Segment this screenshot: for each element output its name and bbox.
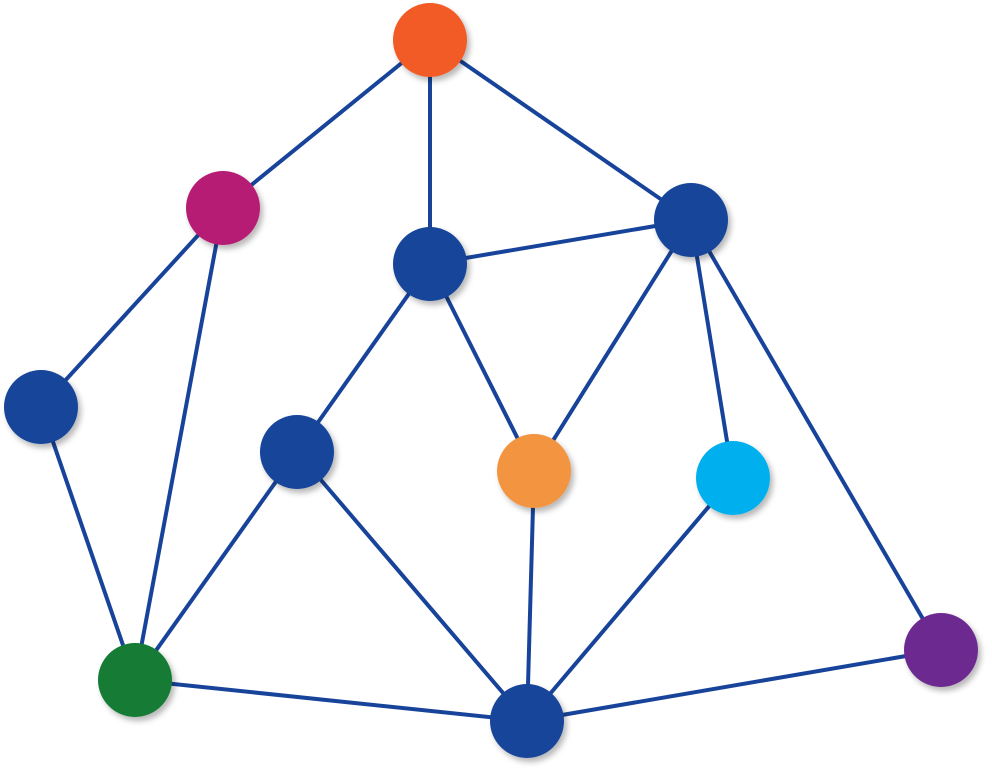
edges-layer xyxy=(39,38,943,723)
edge-n-right-blue-n-purple xyxy=(689,218,943,652)
edge-n-top-orange-n-right-blue xyxy=(428,38,693,222)
node-n-center-blue xyxy=(393,227,467,301)
edge-n-green-n-bottom-blue xyxy=(133,678,529,723)
node-n-purple xyxy=(904,613,978,687)
node-n-light-orange xyxy=(497,434,571,508)
edge-n-magenta-n-left-blue xyxy=(39,206,225,409)
node-n-mid-blue xyxy=(260,415,334,489)
nodes-layer xyxy=(4,3,978,758)
edge-n-mid-blue-n-green xyxy=(133,450,299,682)
node-n-green xyxy=(98,643,172,717)
edge-n-center-blue-n-right-blue xyxy=(428,218,693,266)
node-n-bottom-blue xyxy=(490,684,564,758)
node-n-left-blue xyxy=(4,370,78,444)
node-n-cyan xyxy=(696,441,770,515)
edge-n-magenta-n-green xyxy=(133,206,225,682)
node-n-magenta xyxy=(186,171,260,245)
edge-n-center-blue-n-light-orange xyxy=(428,262,536,473)
edge-n-right-blue-n-light-orange xyxy=(532,218,693,473)
edge-n-bottom-blue-n-purple xyxy=(525,648,943,723)
node-n-right-blue xyxy=(654,183,728,257)
edge-n-left-blue-n-green xyxy=(39,405,137,682)
node-n-top-orange xyxy=(393,3,467,77)
edge-n-center-blue-n-mid-blue xyxy=(295,262,432,454)
edge-n-right-blue-n-cyan xyxy=(689,218,735,480)
edge-n-top-orange-n-magenta xyxy=(221,38,432,210)
edge-n-cyan-n-bottom-blue xyxy=(525,476,735,723)
edge-n-light-orange-n-bottom-blue xyxy=(525,469,536,723)
edge-n-mid-blue-n-bottom-blue xyxy=(295,450,529,723)
